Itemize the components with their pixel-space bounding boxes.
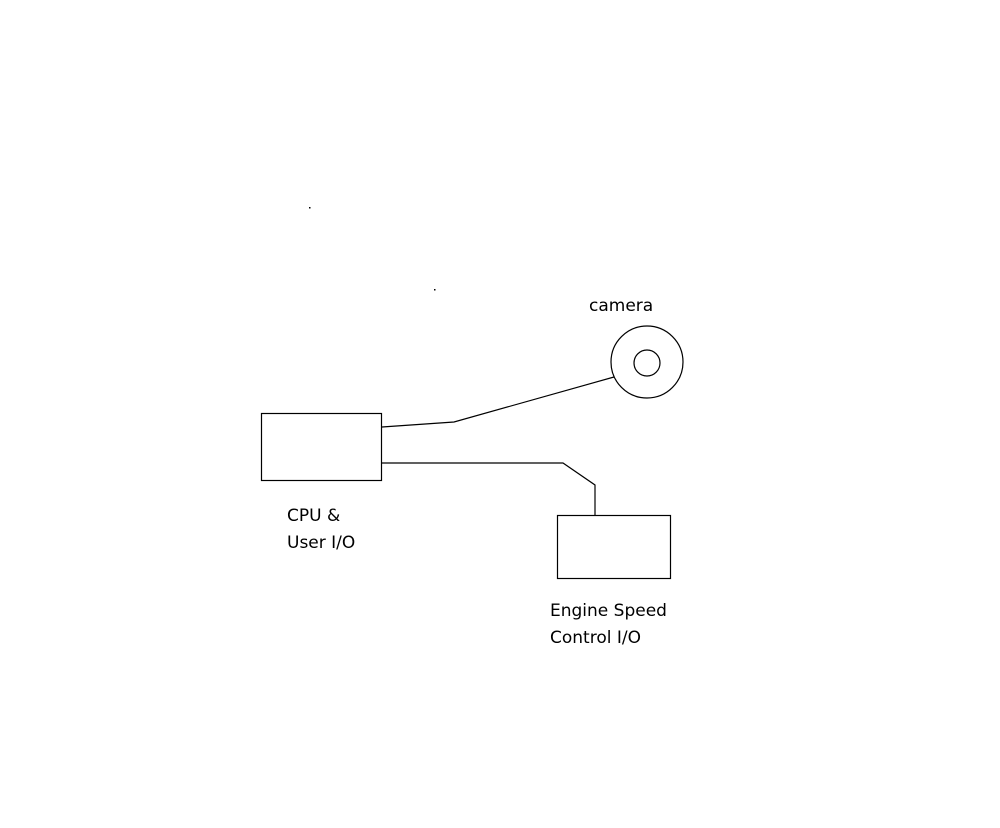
engine-label-line2: Control I/O: [550, 628, 641, 648]
cpu-engine-wire: [382, 462, 596, 515]
camera-node: camera: [589, 296, 684, 399]
stray-dot: [309, 207, 311, 209]
camera-label: camera: [589, 296, 653, 316]
camera-outer-circle: [610, 325, 684, 399]
camera-lens-circle: [633, 349, 661, 377]
stray-dot: [434, 289, 436, 291]
cpu-node: CPU & User I/O: [260, 412, 383, 553]
cpu-label-line2: User I/O: [287, 533, 355, 553]
engine-box: [556, 514, 672, 580]
engine-node: Engine Speed Control I/O: [550, 514, 672, 648]
cpu-label-line1: CPU &: [287, 506, 340, 526]
cpu-box: [260, 412, 383, 482]
cpu-camera-wire: [381, 376, 615, 428]
engine-label-line1: Engine Speed: [550, 601, 667, 621]
